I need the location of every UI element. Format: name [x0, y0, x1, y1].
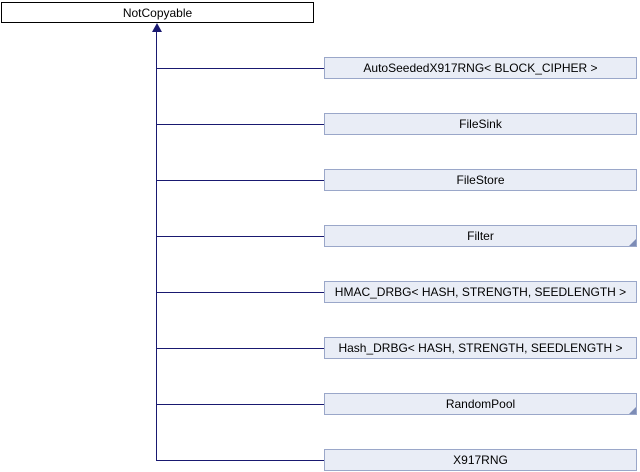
- class-node-label: RandomPool: [445, 397, 516, 411]
- truncated-fold-icon: [628, 238, 636, 246]
- truncated-fold-icon: [628, 406, 636, 414]
- inheritance-edge-branch: [156, 404, 324, 405]
- class-node-x917rng[interactable]: X917RNG: [324, 449, 637, 471]
- inheritance-edge-branch: [156, 460, 324, 461]
- class-node-label: Hash_DRBG< HASH, STRENGTH, SEEDLENGTH >: [338, 341, 623, 355]
- class-node-hash-drbg[interactable]: Hash_DRBG< HASH, STRENGTH, SEEDLENGTH >: [324, 337, 637, 359]
- inheritance-edge-branch: [156, 348, 324, 349]
- class-node-randompool[interactable]: RandomPool: [324, 393, 637, 415]
- inheritance-edge-branch: [156, 236, 324, 237]
- inheritance-edge-branch: [156, 124, 324, 125]
- inheritance-arrowhead-icon: [152, 23, 162, 32]
- inheritance-edge-branch: [156, 292, 324, 293]
- class-node-autoseededx917rng[interactable]: AutoSeededX917RNG< BLOCK_CIPHER >: [324, 57, 637, 79]
- class-node-hmac-drbg[interactable]: HMAC_DRBG< HASH, STRENGTH, SEEDLENGTH >: [324, 281, 637, 303]
- class-node-label: HMAC_DRBG< HASH, STRENGTH, SEEDLENGTH >: [334, 285, 627, 299]
- class-node-label: Filter: [467, 229, 494, 243]
- class-node-notcopyable[interactable]: NotCopyable: [1, 2, 314, 23]
- class-node-filesink[interactable]: FileSink: [324, 113, 637, 135]
- class-node-label: AutoSeededX917RNG< BLOCK_CIPHER >: [363, 61, 598, 75]
- class-node-label: X917RNG: [453, 453, 508, 467]
- class-node-filestore[interactable]: FileStore: [324, 169, 637, 191]
- inheritance-edge-branch: [156, 180, 324, 181]
- class-node-label: FileStore: [456, 173, 505, 187]
- inheritance-edge-branch: [156, 68, 324, 69]
- inheritance-edge-trunk: [156, 28, 157, 461]
- class-node-label: NotCopyable: [122, 5, 193, 20]
- class-node-filter[interactable]: Filter: [324, 225, 637, 247]
- class-node-label: FileSink: [459, 117, 502, 131]
